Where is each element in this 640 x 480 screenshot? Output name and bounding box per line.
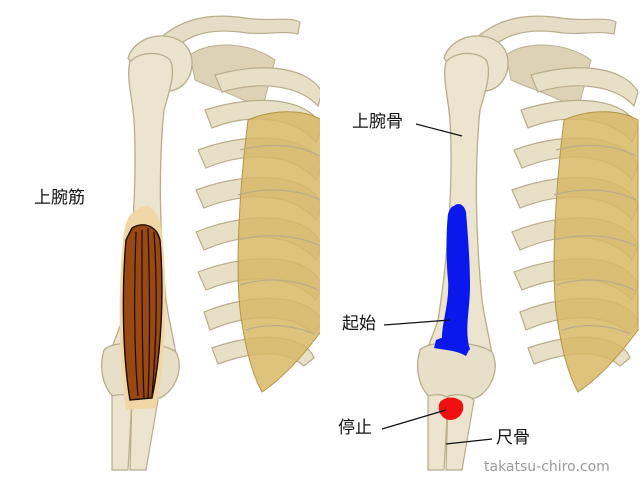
origin-label: 起始 [342,314,376,334]
site-credit: takatsu-chiro.com [484,459,610,475]
insertion-leader [381,409,447,430]
ulna-leader [445,438,493,445]
origin-area [441,204,470,350]
insertion-area [438,397,464,420]
humerus-label: 上腕骨 [352,112,403,132]
ulna-label: 尺骨 [496,428,530,448]
origin-leader [383,319,451,326]
humerus-leader [415,123,463,137]
insertion-label: 停止 [338,418,372,438]
brachialis-muscle [119,206,166,410]
muscle-label: 上腕筋 [34,188,85,208]
